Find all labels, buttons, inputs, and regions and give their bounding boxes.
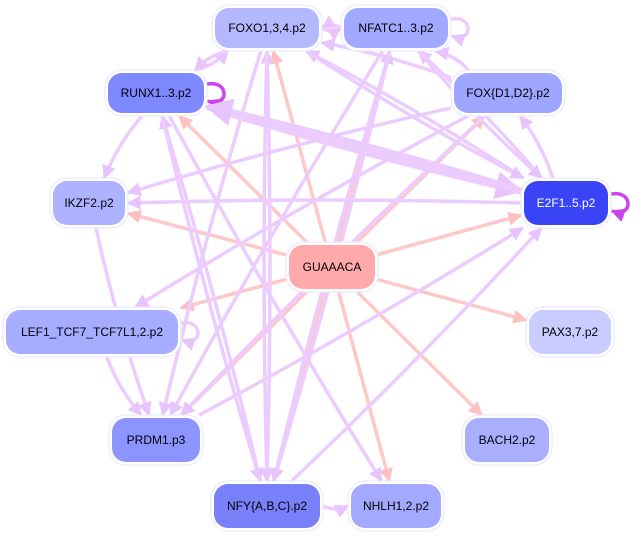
edge-nfatc-to-foxo bbox=[320, 15, 342, 30]
node-prdm1[interactable]: PRDM1.p3 bbox=[108, 414, 204, 466]
edge-foxd-to-lef1 bbox=[134, 114, 469, 309]
node-box[interactable] bbox=[6, 310, 178, 354]
edge-nfatc-to-e2f bbox=[417, 49, 543, 180]
edge-nfatc-to-prdm1 bbox=[169, 50, 385, 417]
edge-e2f-to-foxo bbox=[305, 49, 525, 180]
edge-runx-to-ikzf2 bbox=[102, 114, 144, 180]
edge-nfy-to-e2f bbox=[290, 226, 543, 483]
edge-runx-to-nhlh bbox=[167, 115, 383, 483]
edge-foxo-to-prdm1 bbox=[158, 50, 263, 417]
node-box[interactable] bbox=[289, 245, 375, 289]
node-box[interactable] bbox=[454, 73, 562, 113]
node-box[interactable] bbox=[351, 484, 441, 528]
edge-foxo-to-runx bbox=[193, 49, 229, 72]
edge-lef1-to-prdm1 bbox=[105, 356, 143, 417]
node-pax3[interactable]: PAX3,7.p2 bbox=[525, 306, 615, 358]
self-loop-e2f bbox=[607, 191, 630, 222]
edge-nfy-to-nhlh bbox=[322, 504, 350, 518]
edges-layer bbox=[94, 15, 630, 518]
node-guaaaca[interactable]: GUAAACA bbox=[285, 241, 379, 293]
node-box[interactable] bbox=[344, 8, 448, 48]
node-ikzf2[interactable]: IKZF2.p2 bbox=[49, 177, 129, 229]
edge-prdm1-to-e2f bbox=[198, 226, 524, 417]
node-nfy[interactable]: NFY{A,B,C}.p2 bbox=[210, 480, 324, 532]
node-bach2[interactable]: BACH2.p2 bbox=[461, 414, 553, 466]
node-foxd[interactable]: FOX{D1,D2}.p2 bbox=[450, 69, 566, 117]
node-lef1[interactable]: LEF1_TCF7_TCF7L1,2.p2 bbox=[2, 306, 182, 358]
edge-guaaaca-to-pax3 bbox=[377, 277, 528, 324]
self-loop-nfatc bbox=[447, 16, 470, 47]
edge-nfy-to-foxo bbox=[260, 49, 275, 482]
edge-foxo-to-nfatc bbox=[321, 26, 343, 41]
node-box[interactable] bbox=[529, 310, 611, 354]
edge-runx-to-nfy bbox=[160, 115, 264, 483]
edge-foxo-to-e2f bbox=[305, 49, 525, 180]
edge-foxo-to-nfy bbox=[259, 50, 274, 483]
edge-guaaaca-to-lef1 bbox=[179, 277, 287, 312]
node-nfatc[interactable]: NFATC1..3.p2 bbox=[340, 4, 452, 52]
node-box[interactable] bbox=[524, 181, 608, 225]
edge-guaaaca-to-e2f bbox=[377, 211, 523, 257]
node-e2f[interactable]: E2F1..5.p2 bbox=[520, 177, 612, 229]
edge-e2f-to-ikzf2 bbox=[126, 195, 522, 210]
edge-foxd-to-nfatc bbox=[434, 46, 470, 72]
node-box[interactable] bbox=[108, 73, 204, 113]
node-nhlh[interactable]: NHLH1,2.p2 bbox=[347, 480, 445, 532]
edge-nfy-to-runx bbox=[159, 114, 262, 482]
node-box[interactable] bbox=[53, 181, 125, 225]
edge-guaaaca-to-runx bbox=[178, 114, 308, 244]
node-runx[interactable]: RUNX1..3.p2 bbox=[104, 69, 208, 117]
edge-guaaaca-to-nhlh bbox=[337, 291, 393, 483]
node-box[interactable] bbox=[214, 484, 320, 528]
node-box[interactable] bbox=[465, 418, 549, 462]
edge-foxd-to-ikzf2 bbox=[126, 106, 452, 196]
edge-e2f-to-foxd bbox=[518, 114, 555, 179]
node-foxo[interactable]: FOXO1,3,4.p2 bbox=[211, 4, 323, 52]
node-box[interactable] bbox=[215, 8, 319, 48]
node-box[interactable] bbox=[112, 418, 200, 462]
